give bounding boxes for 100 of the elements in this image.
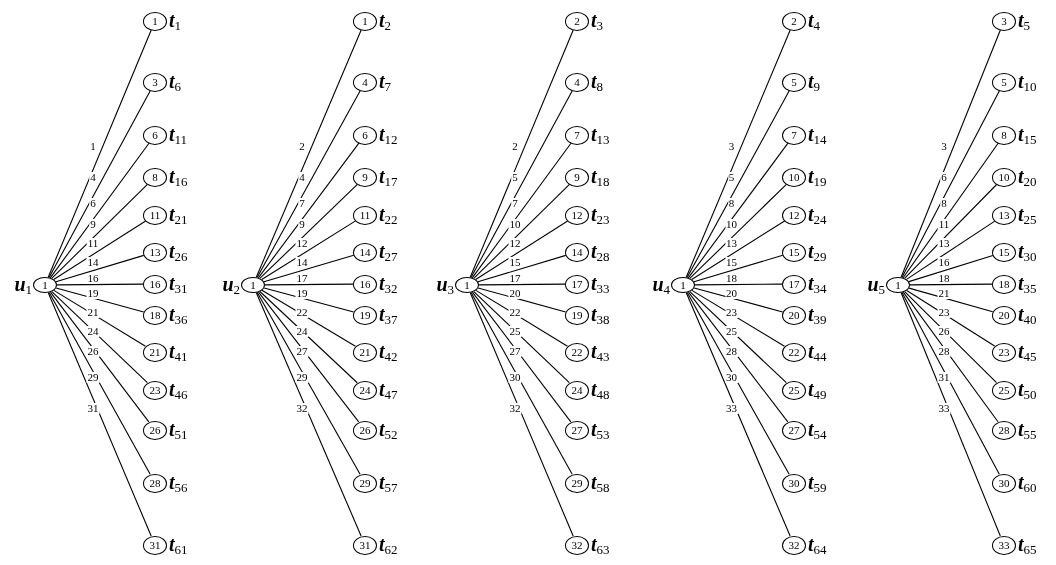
connector-line (471, 142, 572, 279)
node-circle: 19 (353, 305, 377, 325)
edge-label: 32 (508, 403, 522, 414)
variable-label: t$_{35}$ (1018, 273, 1037, 293)
node-circle: 22 (565, 342, 589, 362)
edge-label: 12 (295, 238, 309, 249)
edge-label: 19 (295, 288, 309, 299)
edge-label: 7 (298, 198, 306, 209)
variable-label: u$_{1}$ (14, 274, 32, 294)
variable-label: t$_{32}$ (379, 273, 398, 293)
node-circle: 12 (565, 205, 589, 225)
edge-label: 10 (725, 219, 738, 230)
connector-line (691, 289, 785, 347)
node-circle: 11 (353, 205, 377, 225)
node-circle: 28 (143, 473, 167, 493)
variable-label: t$_{40}$ (1018, 304, 1037, 324)
connector-line (687, 291, 789, 423)
edge-label: 32 (295, 403, 309, 414)
connector-line (685, 29, 791, 278)
connector-line (48, 291, 151, 475)
connector-line (264, 283, 354, 286)
edge-label: 28 (725, 345, 738, 357)
variable-label: t$_{59}$ (808, 472, 827, 492)
node-circle: 7 (782, 125, 806, 145)
variable-label: t$_{39}$ (808, 304, 827, 324)
variable-label: t$_{43}$ (591, 341, 610, 361)
variable-label: t$_{49}$ (808, 379, 827, 399)
node-circle: 13 (992, 205, 1016, 225)
connector-line (902, 142, 999, 279)
edge-label: 33 (725, 403, 738, 414)
node-circle: 16 (143, 274, 167, 294)
connector-line (900, 292, 1001, 537)
variable-label: t$_{8}$ (591, 71, 604, 91)
variable-label: t$_{16}$ (169, 166, 188, 186)
edge-label: 27 (508, 345, 522, 357)
node-circle: 9 (565, 167, 589, 187)
variable-label: t$_{12}$ (379, 124, 398, 144)
node-circle: 1 (353, 11, 377, 31)
variable-label: t$_{23}$ (591, 204, 610, 224)
edge-label: 13 (725, 238, 738, 249)
edge-label: 5 (727, 171, 736, 183)
node-circle: 25 (782, 380, 806, 400)
node-circle: 17 (565, 274, 589, 294)
variable-label: t$_{14}$ (808, 124, 827, 144)
variable-label: t$_{9}$ (808, 71, 821, 91)
variable-label: t$_{33}$ (591, 273, 610, 293)
edge-label: 29 (86, 372, 100, 383)
connector-line (256, 90, 361, 279)
node-circle: 22 (782, 342, 806, 362)
node-circle: 1 (143, 11, 167, 31)
connector-line (689, 291, 787, 384)
variable-label: t$_{5}$ (1018, 10, 1031, 30)
variable-label: t$_{29}$ (808, 241, 827, 261)
variable-label: t$_{65}$ (1018, 534, 1037, 554)
edge-label: 16 (86, 272, 100, 284)
variable-label: t$_{44}$ (808, 341, 827, 361)
connector-line (55, 287, 145, 313)
variable-label: t$_{63}$ (591, 534, 610, 554)
connector-line (263, 287, 355, 313)
edge-label: 13 (937, 238, 951, 249)
node-circle: 20 (782, 305, 806, 325)
connector-line (470, 291, 573, 475)
edge-label: 33 (937, 403, 951, 414)
edge-label: 7 (511, 198, 519, 209)
node-circle: 8 (143, 167, 167, 187)
variable-label: t$_{19}$ (808, 166, 827, 186)
edge-label: 19 (86, 288, 100, 299)
connector-line (261, 289, 356, 347)
node-circle: 4 (565, 72, 589, 92)
connector-line (259, 290, 358, 384)
variable-label: t$_{28}$ (591, 241, 610, 261)
connector-line (47, 292, 152, 537)
connector-line (49, 142, 150, 279)
connector-line (693, 254, 784, 283)
connector-line (900, 29, 1001, 278)
node-circle: 27 (782, 420, 806, 440)
variable-label: u$_{3}$ (436, 274, 454, 294)
connector-line (477, 287, 567, 313)
connector-line (49, 291, 150, 423)
node-circle: 26 (143, 420, 167, 440)
connector-line (686, 291, 790, 475)
variable-label: t$_{45}$ (1018, 341, 1037, 361)
edge-label: 29 (295, 372, 309, 383)
node-circle: 18 (992, 274, 1016, 294)
edge-label: 4 (298, 171, 306, 183)
node-circle: 33 (992, 535, 1016, 555)
node-circle: 6 (143, 125, 167, 145)
connector-line (259, 183, 358, 279)
node-circle: 28 (992, 420, 1016, 440)
variable-label: t$_{17}$ (379, 166, 398, 186)
node-circle: 20 (992, 305, 1016, 325)
variable-label: t$_{24}$ (808, 204, 827, 224)
node-circle: 5 (782, 72, 806, 92)
edge-label: 21 (86, 306, 100, 318)
edge-label: 3 (940, 141, 948, 152)
variable-label: t$_{11}$ (169, 124, 188, 144)
edge-label: 6 (89, 198, 97, 209)
node-circle: 2 (782, 11, 806, 31)
variable-label: t$_{2}$ (379, 10, 392, 30)
connector-line (909, 283, 993, 286)
